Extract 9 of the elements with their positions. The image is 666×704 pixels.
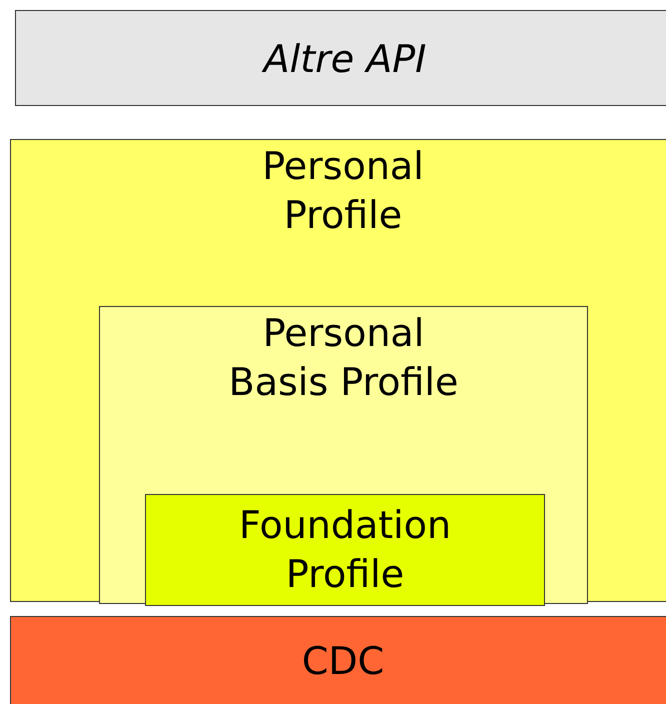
box-title: CDC — [300, 638, 386, 685]
layer-box — [15, 10, 666, 106]
box-title: Foundation Profile — [238, 502, 452, 598]
profile-box — [99, 306, 588, 604]
box-title: Altre API — [260, 36, 428, 83]
box-title: Personal Profile — [261, 143, 425, 239]
box-title: Personal Basis Profile — [228, 310, 460, 406]
layer-box — [10, 616, 666, 704]
profile-box — [145, 494, 545, 606]
